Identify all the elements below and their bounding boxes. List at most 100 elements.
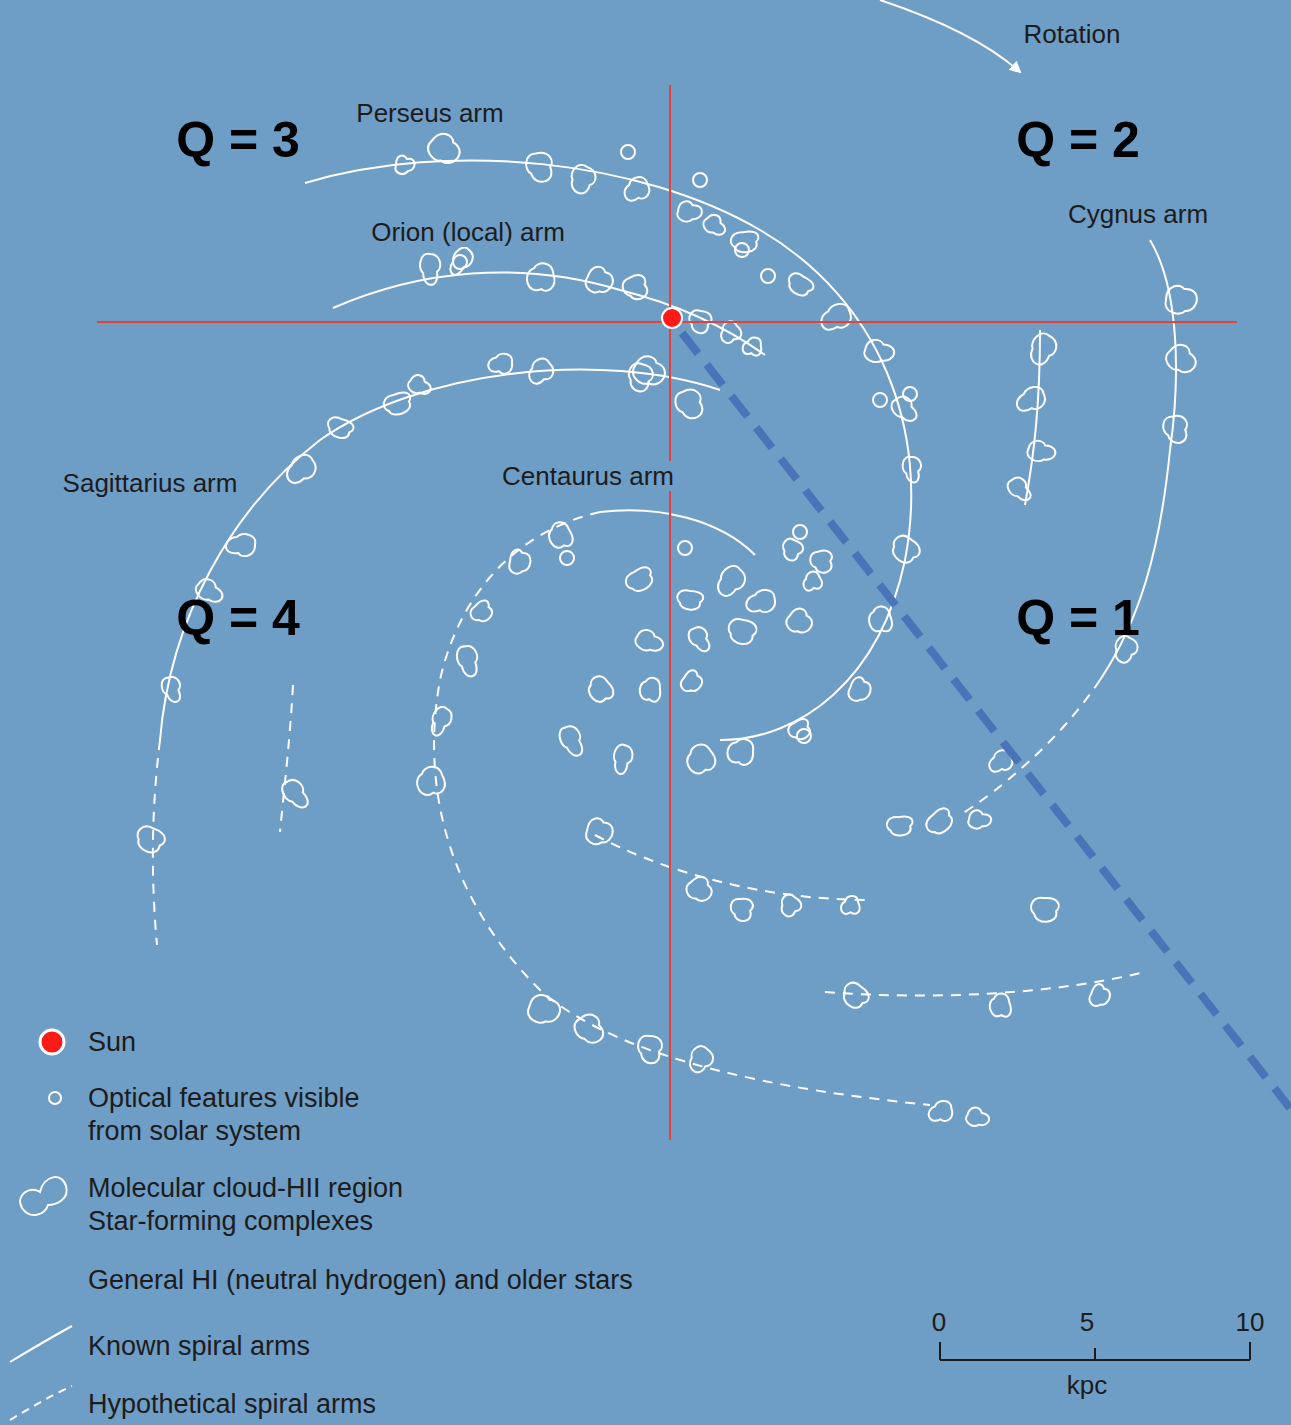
cloud-blob: [677, 590, 704, 610]
optical-feature: [735, 243, 749, 257]
centaurus-arm: [600, 510, 755, 555]
cloud-blob: [730, 897, 755, 922]
quadrant-label: Q = 2: [1013, 112, 1143, 168]
cloud-blob: [1030, 896, 1060, 923]
cloud-blob: [487, 353, 514, 376]
cloud-blob: [281, 451, 320, 489]
star-forming-complexes: [133, 129, 1201, 1130]
legend-text: General HI (neutral hydrogen) and older …: [88, 1264, 788, 1297]
legend-text: Molecular cloud-HII region Star-forming …: [88, 1172, 448, 1238]
cloud-blob: [583, 673, 617, 707]
cloud-blob: [886, 814, 915, 837]
cloud-blob: [727, 738, 755, 766]
optical-feature: [560, 551, 574, 565]
cloud-blob: [678, 668, 705, 697]
cloud-blob: [923, 804, 957, 839]
cloud-blob: [863, 338, 896, 365]
sun-marker: [662, 308, 682, 328]
cygnus-arm-hypothetical: [960, 680, 1100, 815]
cloud-blob: [629, 352, 669, 390]
cloud-blob: [509, 549, 531, 574]
cloud-blob: [544, 519, 577, 553]
cloud-blob: [638, 677, 662, 704]
cloud-blob: [523, 355, 557, 389]
optical-feature: [761, 269, 775, 283]
cloud-blob: [445, 244, 477, 279]
cloud-blob: [683, 873, 717, 907]
legend-text: Sun: [88, 1026, 488, 1059]
cloud-blob: [566, 162, 598, 197]
cloud-blob: [381, 389, 415, 419]
cloud-blob: [395, 156, 414, 174]
optical-feature: [693, 173, 707, 187]
centaurus-arm-hypothetical: [434, 512, 930, 1105]
cloud-blob: [677, 201, 703, 223]
cloud-blob: [887, 532, 923, 567]
cloud-blob: [780, 537, 805, 563]
scale-number: 10: [1233, 1307, 1268, 1337]
optical-feature: [797, 729, 811, 743]
sagittarius-arm-hypothetical: [153, 740, 160, 945]
cloud-blob: [783, 605, 816, 638]
cloud-blob: [1026, 439, 1057, 464]
cloud-blob: [838, 894, 863, 918]
scale-unit: kpc: [1064, 1370, 1110, 1400]
cloud-blob: [556, 723, 587, 760]
scale-number: 0: [929, 1307, 949, 1337]
arm-fragment: [1025, 330, 1040, 505]
optical-feature: [678, 541, 692, 555]
cloud-blob: [672, 385, 709, 423]
cloud-blob: [226, 534, 256, 557]
cloud-blob: [455, 644, 482, 679]
cloud-blob: [1165, 286, 1197, 314]
cloud-blob: [585, 817, 614, 846]
scale-bar: [940, 1342, 1250, 1360]
cloud-blob: [741, 336, 764, 358]
legend-text: Optical features visible from solar syst…: [88, 1082, 418, 1148]
cloud-blob: [426, 704, 455, 738]
cloud-blob: [786, 716, 815, 745]
arm-name: Sagittarius arm: [60, 468, 241, 498]
cloud-blob: [686, 624, 715, 656]
cloud-blob: [964, 1106, 991, 1130]
cloud-blob: [1004, 474, 1035, 506]
quadrant-label: Q = 4: [173, 590, 303, 646]
cloud-blob: [816, 300, 855, 336]
cloud-blob: [633, 627, 666, 656]
cloud-blob: [681, 740, 720, 779]
arm-name: Centaurus arm: [499, 461, 677, 491]
cloud-blob: [524, 150, 557, 186]
cloud-blob: [619, 271, 652, 304]
cloud-blob: [412, 763, 450, 801]
cloud-blob: [744, 588, 778, 617]
cloud-blob: [424, 129, 466, 170]
quadrant-axis: [669, 85, 671, 1140]
arm-fragment: [280, 685, 293, 832]
legend-text: Hypothetical spiral arms: [88, 1388, 488, 1421]
optical-feature: [453, 255, 467, 269]
orion-arm: [333, 272, 765, 355]
rotation-label: Rotation: [1021, 19, 1124, 49]
cloud-blob: [620, 174, 654, 207]
perseus-arm: [305, 160, 911, 740]
arm-name: Perseus arm: [353, 98, 506, 128]
cloud-blob: [637, 1035, 662, 1064]
optical-feature: [793, 525, 807, 539]
cloud-blob: [1161, 413, 1191, 446]
optical-feature: [903, 387, 917, 401]
cloud-blob: [325, 416, 355, 441]
legend-text: Known spiral arms: [88, 1330, 488, 1363]
cloud-blob: [526, 993, 563, 1027]
optical-feature: [873, 393, 887, 407]
cloud-blob: [133, 824, 167, 856]
optical-feature: [621, 145, 635, 159]
cloud-blob: [583, 264, 616, 297]
cloud-blob: [570, 1010, 609, 1049]
cloud-blob: [727, 618, 758, 646]
cloud-blob: [623, 563, 658, 596]
rotation-arrow: [880, 0, 1020, 72]
quadrant-label: Q = 1: [1013, 590, 1143, 646]
sagittarius-arm: [160, 370, 720, 740]
cloud-blob: [847, 675, 873, 704]
cloud-blob: [776, 892, 804, 920]
